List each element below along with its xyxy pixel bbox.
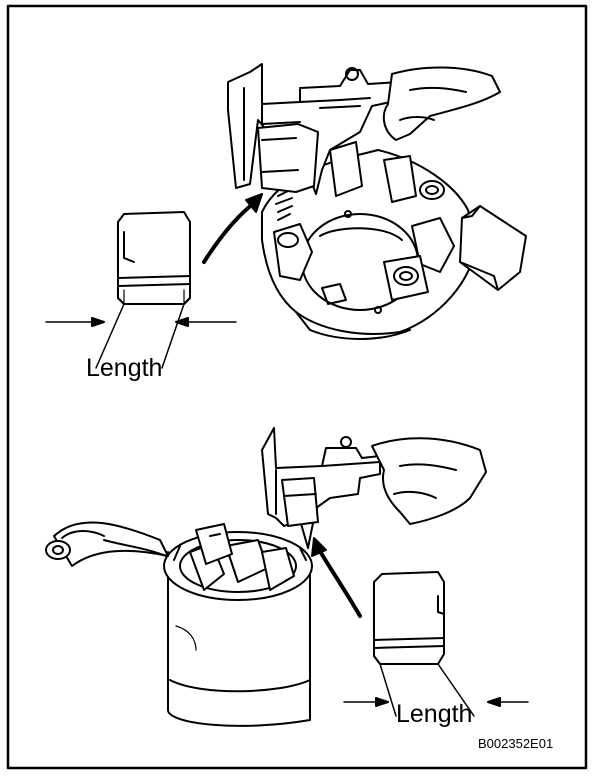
figure-border [6,4,588,770]
top-length-label: Length [86,354,163,382]
bottom-caliper-drawing [261,427,487,549]
bottom-yoke-drawing [45,521,313,727]
figure-code: B002352E01 [478,736,554,751]
top-brush-detail [45,211,237,369]
bottom-length-label: Length [396,700,473,728]
top-brush-holder-drawing [261,141,527,340]
top-caliper-drawing [227,63,501,195]
top-curved-arrow [202,198,260,264]
bottom-brush-detail [343,571,529,717]
bottom-curved-arrow [316,546,362,618]
